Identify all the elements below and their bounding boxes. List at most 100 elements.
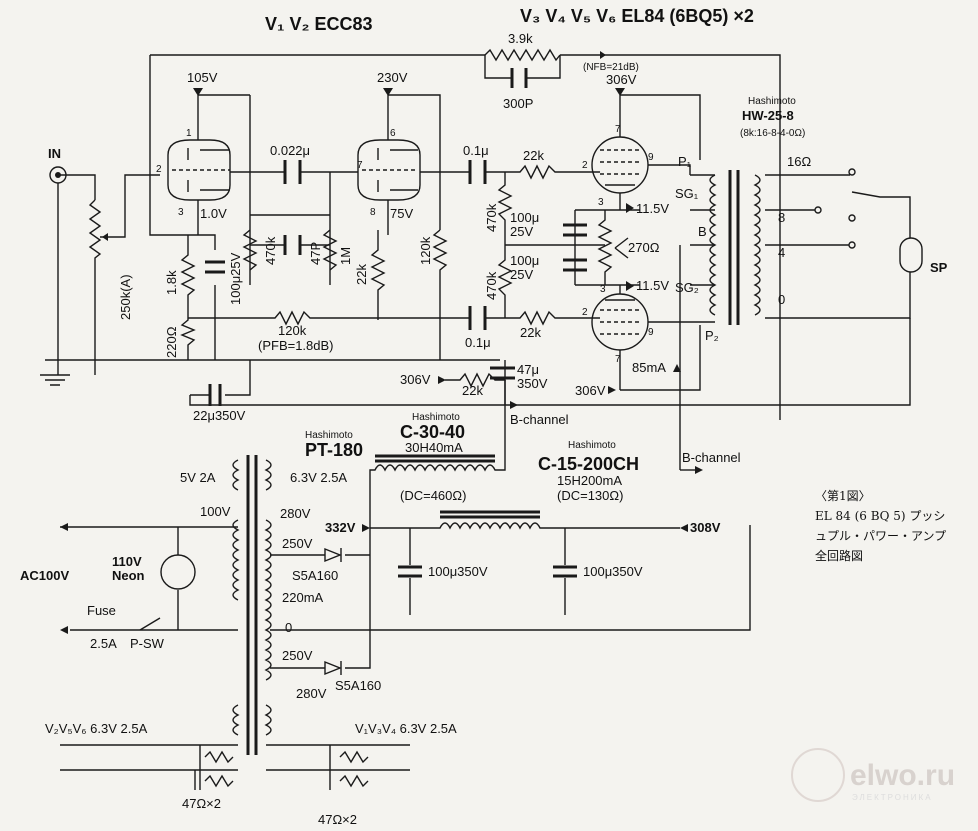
speaker-label: SP [930, 260, 948, 275]
heater-5v: 5V 2A [180, 470, 216, 485]
tube-v2: 6 7 8 [357, 128, 421, 218]
caption-fig: 〈第1図〉 [815, 489, 871, 503]
tube-v1: 123 [156, 128, 231, 218]
input-section: IN 250k(A) [40, 146, 160, 386]
v2-cathode-voltage: 75V [390, 206, 413, 221]
svg-text:2: 2 [156, 164, 162, 175]
primary-100v: 100V [200, 504, 231, 519]
grid-r-top: 22k [523, 148, 544, 163]
opt-pin-p1: P₁ [678, 154, 692, 169]
output-tube-title: V₃ V₄ V₅ V₆ EL84 (6BQ5) ×2 [520, 6, 754, 26]
opt-maker: Hashimoto [748, 96, 796, 107]
choke2-maker: Hashimoto [568, 440, 616, 451]
switch-label: P-SW [130, 636, 165, 651]
coupling-cap-1: 0.022μ [270, 143, 310, 158]
sec-220ma: 220mA [282, 590, 324, 605]
opt-pin-b: B [698, 224, 707, 239]
watermark-sub: ЭЛЕКТРОНИКА [852, 793, 933, 802]
nfb-cap-label: 300P [503, 96, 533, 111]
svg-text:7: 7 [615, 354, 621, 365]
r-1m: 1M [338, 247, 353, 265]
b-channel-2: B-channel [682, 450, 741, 465]
opt-tap-4: 4 [778, 245, 785, 260]
pfb-note: (PFB=1.8dB) [258, 338, 334, 353]
preamp-bplus-2: 230V [377, 70, 408, 85]
v-332: 332V [325, 520, 356, 535]
svg-text:2: 2 [582, 160, 588, 171]
opt-tap-16: 16Ω [787, 154, 811, 169]
hum-pot-label: 270Ω [628, 240, 660, 255]
speaker-icon [899, 237, 923, 273]
neon-lamp-icon [160, 554, 196, 590]
c-100u25: 100μ25V [228, 252, 243, 305]
r-120k-pfb: 120k [278, 323, 307, 338]
c-22u: 22μ350V [193, 408, 246, 423]
opt-spec: (8k:16-8-4-0Ω) [740, 128, 805, 139]
filter-c1: 100μ350V [428, 564, 488, 579]
grid-r-bottom: 22k [520, 325, 541, 340]
opt-tap-8: 8 [778, 210, 785, 225]
svg-text:9: 9 [648, 327, 654, 338]
choke1-spec: 30H40mA [405, 440, 463, 455]
preamp-tube-title: V₁ V₂ ECC83 [265, 14, 372, 34]
diode-top-label: S5A160 [292, 568, 338, 583]
caption-line3: 全回路図 [815, 548, 863, 563]
watermark-brand: elwo.ru [850, 759, 955, 792]
filter-c2: 100μ350V [583, 564, 643, 579]
b-channel-1: B-channel [510, 412, 569, 427]
svg-text:8: 8 [370, 207, 376, 218]
coupling-cap-2: 0.1μ [463, 143, 489, 158]
sec-280-bottom: 280V [296, 686, 327, 701]
caption-line1: EL 84 (6 BQ 5) プッシ [815, 509, 945, 523]
nfb-network: 3.9k 300P (NFB=21dB) [150, 31, 781, 420]
tube-v4: 2 9 3 7 [582, 284, 654, 365]
r-120k-a: 120k [418, 236, 433, 265]
leak-r-bottom: 470k [484, 271, 499, 300]
svg-text:3: 3 [600, 284, 606, 295]
choke2-dc: (DC=130Ω) [557, 488, 623, 503]
dropping-r: 22k [462, 383, 483, 398]
heater-63-top: 6.3V 2.5A [290, 470, 347, 485]
c-47p: 47P [308, 242, 323, 265]
pt-maker: Hashimoto [305, 430, 353, 441]
opt-model: HW-25-8 [742, 108, 794, 123]
svg-text:9: 9 [648, 152, 654, 163]
fuse-rating: 2.5A [90, 636, 117, 651]
choke1-maker: Hashimoto [412, 412, 460, 423]
opt-pin-p2: P₂ [705, 328, 719, 343]
heater-right: V₁V₃V₄ 6.3V 2.5A [355, 721, 457, 736]
svg-text:7: 7 [357, 160, 363, 171]
opt-tap-0: 0 [778, 292, 785, 307]
opt-pin-sg1: SG₁ [675, 186, 699, 201]
r-22k-a: 22k [354, 264, 369, 285]
opt-pin-sg2: SG₂ [675, 280, 699, 295]
svg-text:6: 6 [390, 128, 396, 139]
r-1k8: 1.8k [164, 270, 179, 295]
preamp-bplus-1: 105V [187, 70, 218, 85]
svg-text:7: 7 [615, 124, 621, 135]
tube-v3: 7 2 9 3 [582, 124, 654, 208]
watermark-logo-icon [791, 748, 845, 802]
choke2-model: C-15-200CH [538, 454, 639, 474]
input-label: IN [48, 146, 61, 161]
svg-text:2: 2 [582, 307, 588, 318]
svg-text:1: 1 [186, 128, 192, 139]
diode-bottom-icon [324, 660, 342, 676]
svg-text:3: 3 [598, 197, 604, 208]
output-supply-bottom: 306V [575, 383, 606, 398]
diode-top-icon [324, 547, 342, 563]
pt-model: PT-180 [305, 440, 363, 460]
cathode-v-top: 11.5V [636, 201, 669, 216]
cathode-v-bottom: 11.5V [636, 278, 669, 293]
nfb-resistor-label: 3.9k [508, 31, 533, 46]
volume-pot-label: 250k(A) [118, 274, 133, 320]
sec-250-bottom: 250V [282, 648, 313, 663]
caption-line2: ュプル・パワー・アンプ [815, 529, 946, 543]
sec-280-top: 280V [280, 506, 311, 521]
sec-250-top: 250V [282, 536, 313, 551]
